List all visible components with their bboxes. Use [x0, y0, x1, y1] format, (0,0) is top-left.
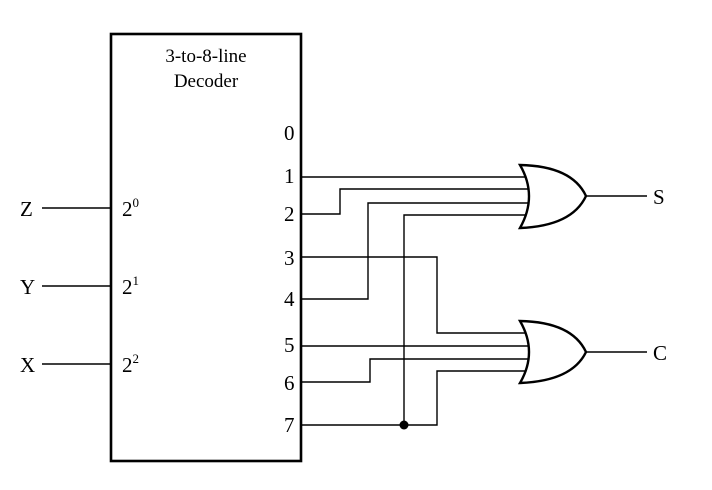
decoder-output-5: 5: [284, 333, 295, 357]
wire-out7-to-or-s: [403, 214, 529, 425]
wire-out4-to-or-s: [301, 202, 531, 300]
decoder-input-2pow0-base: 2: [122, 197, 133, 221]
decoder-output-6: 6: [284, 371, 295, 395]
decoder-input-2pow0-exp: 0: [133, 195, 140, 210]
decoder-input-2pow2-base: 2: [122, 353, 133, 377]
or-gate-s: [517, 163, 588, 230]
decoder-title-line2: Decoder: [174, 71, 239, 92]
output-s-label: S: [653, 185, 665, 209]
decoder-box: [109, 32, 303, 463]
input-x-label: X: [20, 353, 35, 377]
decoder-output-7: 7: [284, 413, 295, 437]
decoder-input-2pow1-exp: 1: [133, 273, 140, 288]
wire-out6-to-or-c: [301, 358, 531, 383]
decoder-output-2: 2: [284, 202, 295, 226]
input-z-label: Z: [20, 197, 33, 221]
or-gate-c: [517, 319, 588, 385]
decoder-output-4: 4: [284, 287, 295, 311]
input-x: X: [20, 353, 111, 377]
input-y: Y: [20, 275, 111, 299]
decoder-input-2pow0: 20: [122, 195, 139, 221]
junction-dot: [399, 420, 409, 430]
input-z: Z: [20, 197, 111, 221]
input-y-label: Y: [20, 275, 35, 299]
decoder-input-2pow1-base: 2: [122, 275, 133, 299]
decoder-output-0: 0: [284, 121, 295, 145]
wire-out2-to-or-s: [301, 188, 530, 215]
decoder-input-2pow2: 22: [122, 351, 139, 377]
decoder-output-1: 1: [284, 164, 295, 188]
decoder-title-line1: 3-to-8-line: [165, 46, 246, 67]
wire-out3-to-or-c: [301, 256, 529, 334]
output-c-label: C: [653, 341, 667, 365]
decoder-input-2pow2-exp: 2: [133, 351, 140, 366]
decoder-input-2pow1: 21: [122, 273, 139, 299]
wire-out7-to-or-c: [301, 370, 529, 426]
decoder-output-3: 3: [284, 246, 295, 270]
